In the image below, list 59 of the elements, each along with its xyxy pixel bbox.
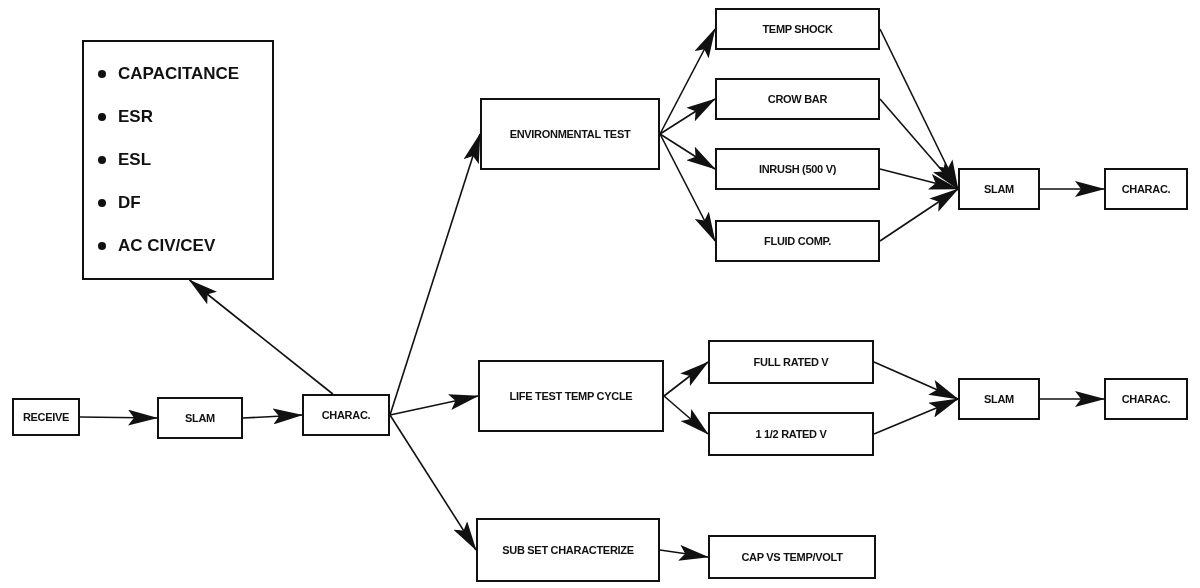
box-label: CHARAC. xyxy=(1121,391,1171,407)
arrow xyxy=(389,394,479,416)
box-label: SLAM xyxy=(185,410,215,426)
process-box xyxy=(1104,378,1188,420)
arrow xyxy=(659,28,716,135)
arrow xyxy=(879,98,959,190)
process-box xyxy=(12,398,80,436)
box-label: FLUID COMP. xyxy=(764,233,831,249)
box-label: SLAM xyxy=(984,181,1014,197)
process-box xyxy=(302,394,390,436)
arrow xyxy=(79,409,158,426)
process-box xyxy=(708,535,876,579)
box-label: INRUSH (500 V) xyxy=(758,161,837,177)
arrow xyxy=(873,361,959,400)
list-item-text: AC CIV/CEV xyxy=(118,236,216,257)
list-item-text: ESR xyxy=(118,106,153,127)
process-box xyxy=(958,168,1040,210)
process-box xyxy=(715,78,880,120)
list-item-text: CAPACITANCE xyxy=(118,63,240,84)
process-box xyxy=(476,518,660,582)
arrow xyxy=(879,188,959,242)
box-label: RECEIVE xyxy=(22,409,70,425)
bullet-list-box xyxy=(82,40,274,280)
box-label: FULL RATED V xyxy=(753,354,829,370)
list-item-text: ESL xyxy=(118,149,152,170)
box-label: SLAM xyxy=(984,391,1014,407)
arrow xyxy=(242,408,303,425)
box-label: CHARAC. xyxy=(1121,181,1171,197)
process-box xyxy=(715,220,880,262)
box-label: SUB SET CHARACTERIZE xyxy=(502,542,634,558)
list-item-text: DF xyxy=(118,193,141,214)
box-label: 1 1/2 RATED V xyxy=(755,426,827,442)
process-box xyxy=(1104,168,1188,210)
process-box xyxy=(708,340,874,384)
arrow xyxy=(1039,181,1105,197)
arrow xyxy=(663,361,709,397)
arrow xyxy=(659,133,716,170)
box-label: CROW BAR xyxy=(767,91,828,107)
arrow xyxy=(659,98,716,135)
arrow xyxy=(1039,391,1105,407)
arrow xyxy=(389,414,477,551)
process-box xyxy=(715,8,880,50)
box-label: ENVIRONMENTAL TEST xyxy=(509,126,631,142)
arrow xyxy=(879,168,959,190)
arrow xyxy=(659,133,716,242)
arrow xyxy=(873,398,959,435)
process-box xyxy=(958,378,1040,420)
arrow xyxy=(663,395,709,435)
box-label: CAP VS TEMP/VOLT xyxy=(741,549,843,565)
box-label: LIFE TEST TEMP CYCLE xyxy=(509,388,633,404)
box-label: CHARAC. xyxy=(321,407,371,423)
process-box xyxy=(715,148,880,190)
process-box xyxy=(480,98,660,170)
process-box xyxy=(157,397,243,439)
process-box xyxy=(478,360,664,432)
arrow xyxy=(188,279,334,395)
process-box xyxy=(708,412,874,456)
box-label: TEMP SHOCK xyxy=(762,21,833,37)
arrow xyxy=(659,544,709,561)
